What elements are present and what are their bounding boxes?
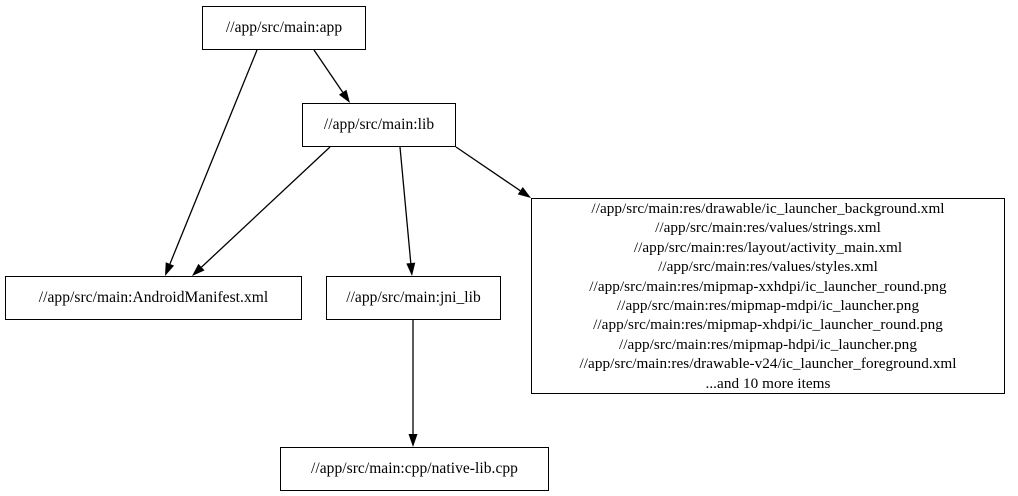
graph-arrowhead-app-to-lib: [338, 89, 350, 103]
graph-node-app[interactable]: //app/src/main:app: [202, 6, 366, 50]
graph-edge-lib-to-manifest: [201, 146, 331, 268]
graph-edge-app-to-lib: [313, 49, 344, 93]
graph-node-jni-lib-label: //app/src/main:jni_lib: [346, 289, 481, 307]
graph-arrowhead-lib-to-manifest: [192, 263, 205, 276]
graph-edge-lib-to-jni-lib: [399, 146, 412, 264]
graph-node-res-collection-label: //app/src/main:res/drawable/ic_launcher_…: [579, 199, 957, 392]
graph-edge-lib-to-res: [455, 146, 521, 192]
graph-node-native-lib-cpp-label: //app/src/main:cpp/native-lib.cpp: [311, 460, 518, 478]
graph-node-native-lib-cpp[interactable]: //app/src/main:cpp/native-lib.cpp: [280, 447, 549, 491]
graph-arrowhead-lib-to-res: [517, 186, 531, 198]
graph-node-jni-lib[interactable]: //app/src/main:jni_lib: [326, 276, 501, 320]
graph-node-lib-label: //app/src/main:lib: [323, 116, 435, 134]
graph-arrowhead-lib-to-jni-lib: [406, 262, 416, 276]
graph-arrowhead-jni-lib-to-native-lib: [408, 434, 418, 447]
graph-node-android-manifest-label: //app/src/main:AndroidManifest.xml: [38, 289, 269, 307]
graph-edge-app-to-manifest: [169, 49, 258, 265]
graph-node-android-manifest[interactable]: //app/src/main:AndroidManifest.xml: [5, 276, 302, 320]
graph-arrowhead-app-to-manifest: [165, 262, 175, 276]
graph-node-res-collection[interactable]: //app/src/main:res/drawable/ic_launcher_…: [531, 198, 1005, 394]
graph-node-lib[interactable]: //app/src/main:lib: [302, 103, 456, 147]
graph-node-app-label: //app/src/main:app: [225, 19, 343, 37]
